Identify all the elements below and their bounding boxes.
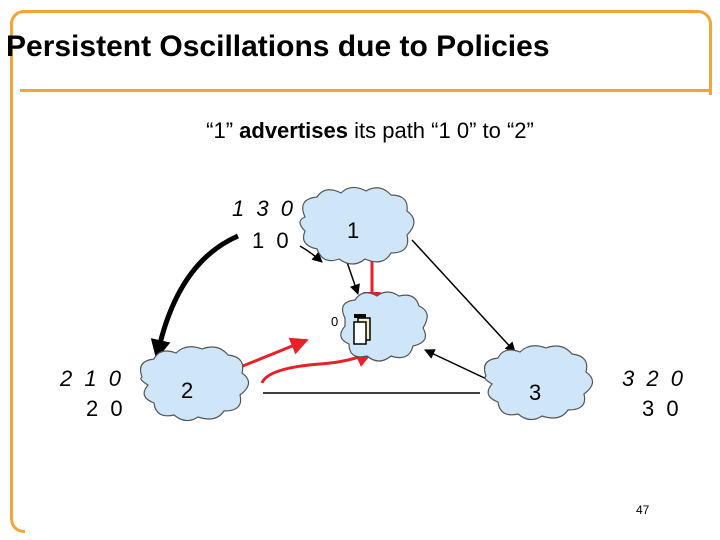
node2-pref-2: 2 0 — [86, 396, 126, 421]
slide-title: Persistent Oscillations due to Policies — [6, 30, 550, 63]
title-rule — [20, 89, 709, 92]
link-1-3 — [411, 239, 516, 353]
preference-arrow — [150, 233, 239, 360]
left-frame — [10, 10, 25, 533]
node1-pref-2: 1 0 — [252, 228, 292, 253]
cloud-node-3 — [483, 345, 594, 421]
node-0-label: 0 — [331, 314, 339, 329]
cloud-node-1 — [299, 186, 415, 265]
node3-pref-2: 3 0 — [642, 396, 682, 421]
destination-server-icon — [353, 314, 371, 345]
slide-subtitle: “1” advertises its path “1 0” to “2” — [0, 118, 720, 144]
node-1-label: 1 — [347, 218, 360, 243]
node-3-label: 3 — [529, 380, 542, 405]
cloud-node-2 — [139, 346, 250, 422]
subtitle-prefix: “1” — [206, 118, 240, 143]
link-label-1-arrow — [299, 245, 323, 263]
node-2-label: 2 — [181, 378, 194, 403]
subtitle-bold: advertises — [239, 118, 348, 143]
link-0-3 — [424, 349, 494, 383]
node1-pref-1: 1 3 0 — [232, 196, 296, 221]
page-number: 47 — [636, 503, 650, 517]
link-1-0 — [346, 261, 360, 295]
node2-pref-1: 2 1 0 — [60, 366, 124, 391]
node3-pref-1: 3 2 0 — [622, 366, 686, 391]
red-arrow-curve — [260, 350, 374, 384]
subtitle-suffix: its path “1 0” to “2” — [348, 118, 534, 143]
